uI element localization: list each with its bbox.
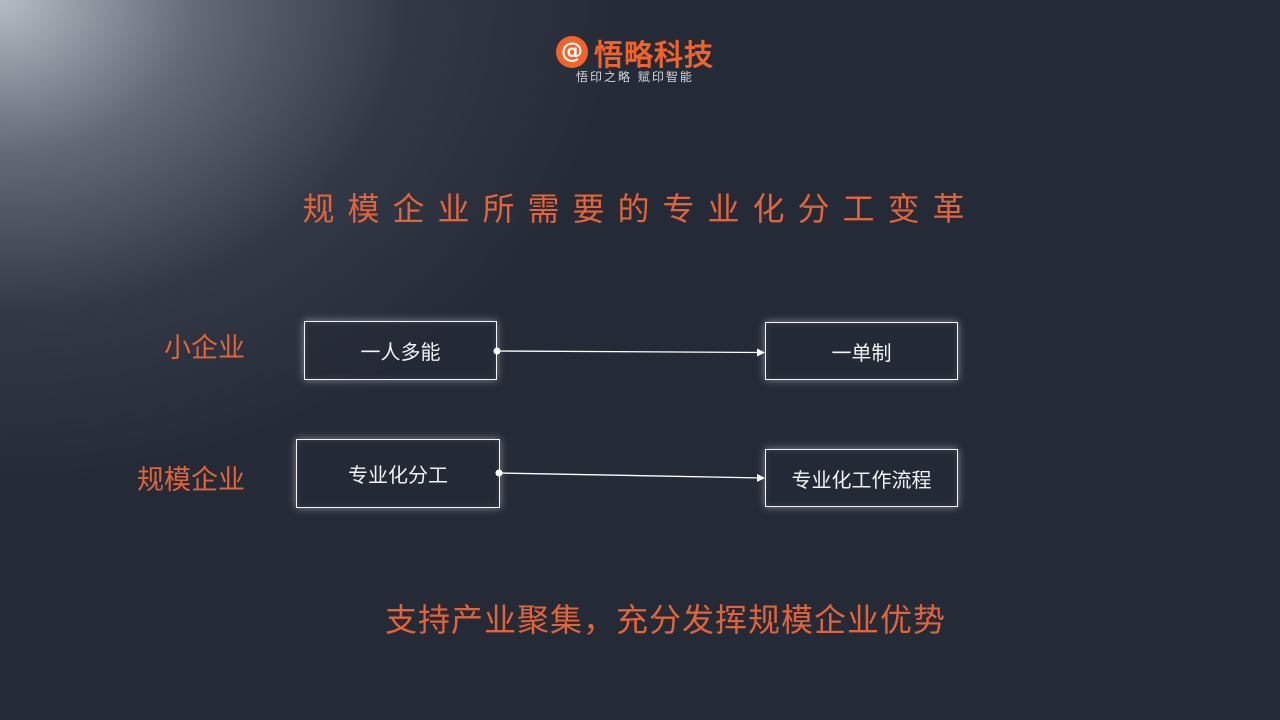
arrow-row-1	[493, 347, 765, 357]
row-label-large-enterprise: 规模企业	[137, 465, 245, 496]
logo-at-icon: @	[556, 36, 588, 68]
company-logo: @ 悟略科技 悟印之略 赋印智能	[556, 34, 726, 86]
slide-conclusion: 支持产业聚集，充分发挥规模企业优势	[385, 601, 947, 639]
row-label-small-enterprise: 小企业	[164, 333, 245, 364]
slide-title: 规模企业所需要的专业化分工变革	[302, 190, 978, 228]
logo-slogan: 悟印之略 赋印智能	[576, 70, 694, 84]
box-single-order: 一单制	[765, 322, 958, 380]
logo-company-name: 悟略科技	[594, 38, 715, 72]
box-multi-skill: 一人多能	[304, 321, 497, 380]
box-specialized-workflow: 专业化工作流程	[765, 449, 958, 507]
box-specialized-division: 专业化分工	[296, 439, 500, 508]
arrow-row-2	[495, 469, 765, 482]
